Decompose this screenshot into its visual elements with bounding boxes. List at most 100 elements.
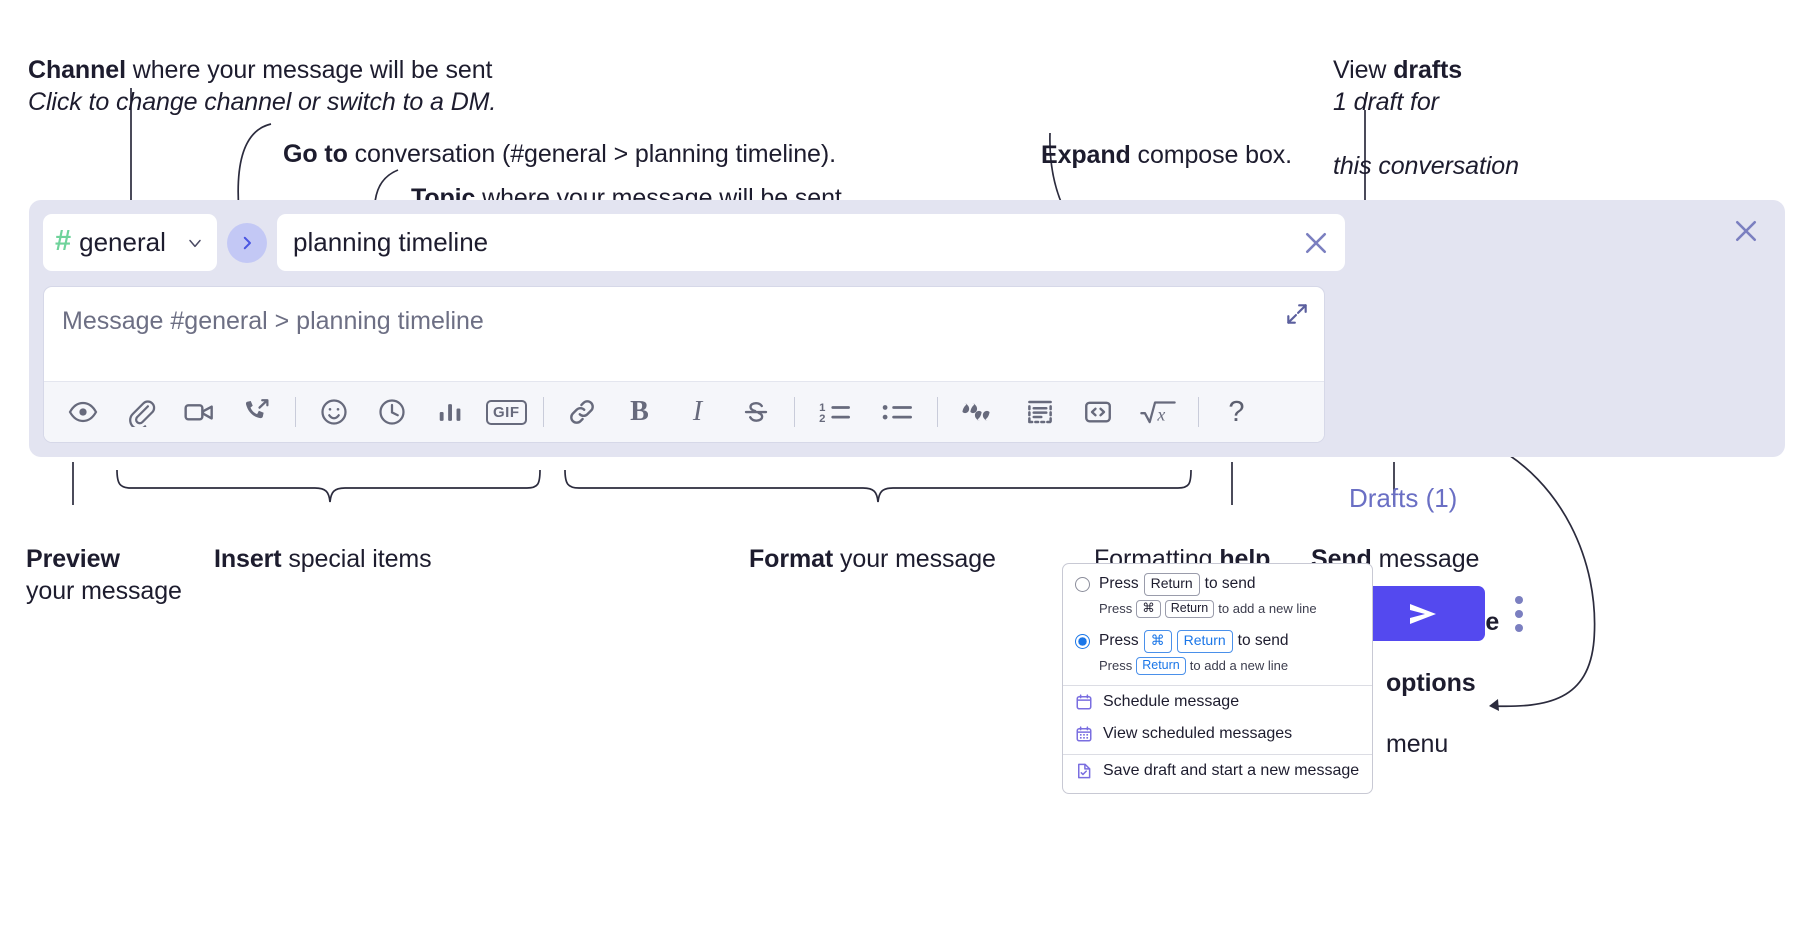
option2-key-cmd: ⌘	[1143, 630, 1172, 653]
annotation-insert: Insert special items	[214, 511, 432, 575]
message-placeholder: Message #general > planning timeline	[62, 307, 484, 335]
formatting-toolbar: GIF B I	[44, 381, 1324, 442]
option2-key-return: Return	[1176, 630, 1233, 653]
option2-sub-post: to add a new line	[1189, 658, 1289, 674]
annotation-channel: Channel where your message will be sent …	[28, 22, 496, 150]
annotation-goto: Go to conversation (#general > planning …	[283, 106, 836, 170]
expand-icon[interactable]	[1282, 299, 1312, 329]
channel-name-label: general	[79, 227, 166, 257]
menu-divider	[1063, 685, 1372, 687]
math-icon[interactable]: x	[1134, 390, 1182, 434]
menu-item-schedule-message[interactable]: Schedule message	[1063, 686, 1372, 718]
toolbar-separator	[1197, 397, 1199, 427]
channel-selector[interactable]: # general	[43, 214, 217, 271]
annotation-send-rest: message	[1371, 545, 1480, 573]
compose-box: # general planning timeline Message #gen…	[29, 200, 1785, 641]
annotation-drafts-sub2: this conversation	[1333, 152, 1519, 180]
annotation-expand-rest: compose box.	[1130, 141, 1293, 169]
code-block-icon[interactable]	[1018, 390, 1062, 434]
option1-sub-key-return: Return	[1164, 599, 1215, 619]
toolbar-separator	[793, 397, 795, 427]
topic-input[interactable]: planning timeline	[277, 214, 1345, 271]
topic-value: planning timeline	[293, 227, 489, 257]
toolbar-separator	[542, 397, 544, 427]
annotation-expand: Expand compose box.	[1041, 107, 1292, 171]
call-icon[interactable]	[235, 390, 279, 434]
drafts-link[interactable]: Drafts (1)	[1349, 483, 1458, 513]
annotation-expand-bold: Expand	[1041, 141, 1131, 169]
annotation-channel-bold: Channel	[28, 56, 126, 84]
annotation-preview-bold: Preview	[26, 545, 120, 573]
attachment-icon[interactable]	[119, 390, 163, 434]
option2-pre: Press	[1099, 632, 1139, 650]
menu-item-label: Schedule message	[1103, 693, 1240, 711]
help-icon[interactable]: ?	[1215, 390, 1259, 434]
annotation-compose-options-l2: options	[1386, 668, 1476, 697]
poll-icon[interactable]	[428, 390, 472, 434]
video-icon[interactable]	[177, 390, 221, 434]
svg-text:2: 2	[819, 413, 825, 425]
annotation-compose-options-l3: menu	[1386, 729, 1449, 758]
link-icon[interactable]	[560, 390, 604, 434]
blockquote-icon[interactable]	[954, 390, 1004, 434]
annotation-channel-sub: Click to change channel or switch to a D…	[28, 88, 497, 116]
annotation-format: Format your message	[749, 511, 996, 575]
annotation-goto-rest: conversation (#general > planning timeli…	[347, 140, 836, 168]
help-label: ?	[1228, 395, 1245, 428]
annotation-format-bold: Format	[749, 545, 834, 573]
gif-label: GIF	[486, 399, 527, 425]
option2-sub-key-return: Return	[1136, 656, 1186, 676]
bulleted-list-icon[interactable]	[873, 390, 921, 434]
italic-label: I	[692, 396, 703, 427]
annotation-channel-rest: where your message will be sent	[125, 56, 493, 84]
menu-item-view-scheduled[interactable]: View scheduled messages	[1063, 718, 1372, 750]
toolbar-separator	[936, 397, 938, 427]
annotation-insert-rest: special items	[281, 545, 432, 573]
italic-icon[interactable]: I	[676, 390, 720, 434]
send-button[interactable]	[1361, 586, 1485, 641]
option1-sub-pre: Press	[1099, 601, 1133, 617]
gif-icon[interactable]: GIF	[486, 390, 527, 434]
send-option-cmd-return-hint: Press Return to add a new line	[1099, 656, 1372, 676]
option2-sub-pre: Press	[1099, 658, 1133, 674]
annotation-send: Send message	[1311, 511, 1479, 575]
hash-icon: #	[55, 225, 72, 257]
annotation-drafts-sub1: 1 draft for	[1333, 88, 1439, 116]
svg-text:x: x	[1156, 404, 1165, 424]
menu-item-save-draft[interactable]: Save draft and start a new message	[1063, 755, 1372, 787]
annotation-preview-sub: your message	[26, 577, 182, 605]
option1-post: to send	[1204, 575, 1256, 593]
emoji-icon[interactable]	[312, 390, 356, 434]
clear-topic-icon[interactable]	[1301, 228, 1331, 258]
send-option-cmd-return[interactable]: Press ⌘ Return to send	[1063, 618, 1372, 653]
inline-code-icon[interactable]	[1076, 390, 1120, 434]
go-to-conversation-button[interactable]	[227, 222, 267, 263]
menu-item-label: Save draft and start a new message	[1103, 762, 1360, 780]
compose-options-menu-button[interactable]	[1504, 586, 1534, 641]
strikethrough-icon[interactable]	[734, 390, 778, 434]
option1-key-return: Return	[1143, 573, 1200, 596]
clock-icon[interactable]	[370, 390, 414, 434]
annotation-format-rest: your message	[833, 545, 996, 573]
radio-unselected[interactable]	[1075, 577, 1090, 592]
bold-icon[interactable]: B	[618, 390, 662, 434]
annotation-insert-bold: Insert	[214, 545, 282, 573]
toolbar-separator	[295, 397, 296, 427]
preview-icon[interactable]	[61, 390, 105, 434]
option1-sub-post: to add a new line	[1218, 601, 1317, 617]
kebab-dot	[1515, 609, 1523, 618]
option1-pre: Press	[1099, 575, 1139, 593]
option2-post: to send	[1237, 632, 1289, 650]
kebab-dot	[1515, 595, 1523, 604]
radio-selected[interactable]	[1075, 634, 1090, 650]
annotation-drafts: View drafts 1 draft for this conversatio…	[1333, 22, 1519, 214]
chevron-down-icon	[185, 233, 205, 253]
compose-header-row: # general planning timeline	[43, 214, 1345, 271]
message-input-area[interactable]: Message #general > planning timeline	[43, 286, 1325, 443]
close-icon[interactable]	[1729, 214, 1763, 248]
calendar-icon	[1075, 693, 1093, 711]
ordered-list-icon[interactable]: 1 2	[811, 390, 859, 434]
kebab-dot	[1515, 623, 1523, 632]
send-option-return[interactable]: Press Return to send	[1063, 564, 1372, 596]
annotation-drafts-bold: drafts	[1393, 56, 1463, 84]
